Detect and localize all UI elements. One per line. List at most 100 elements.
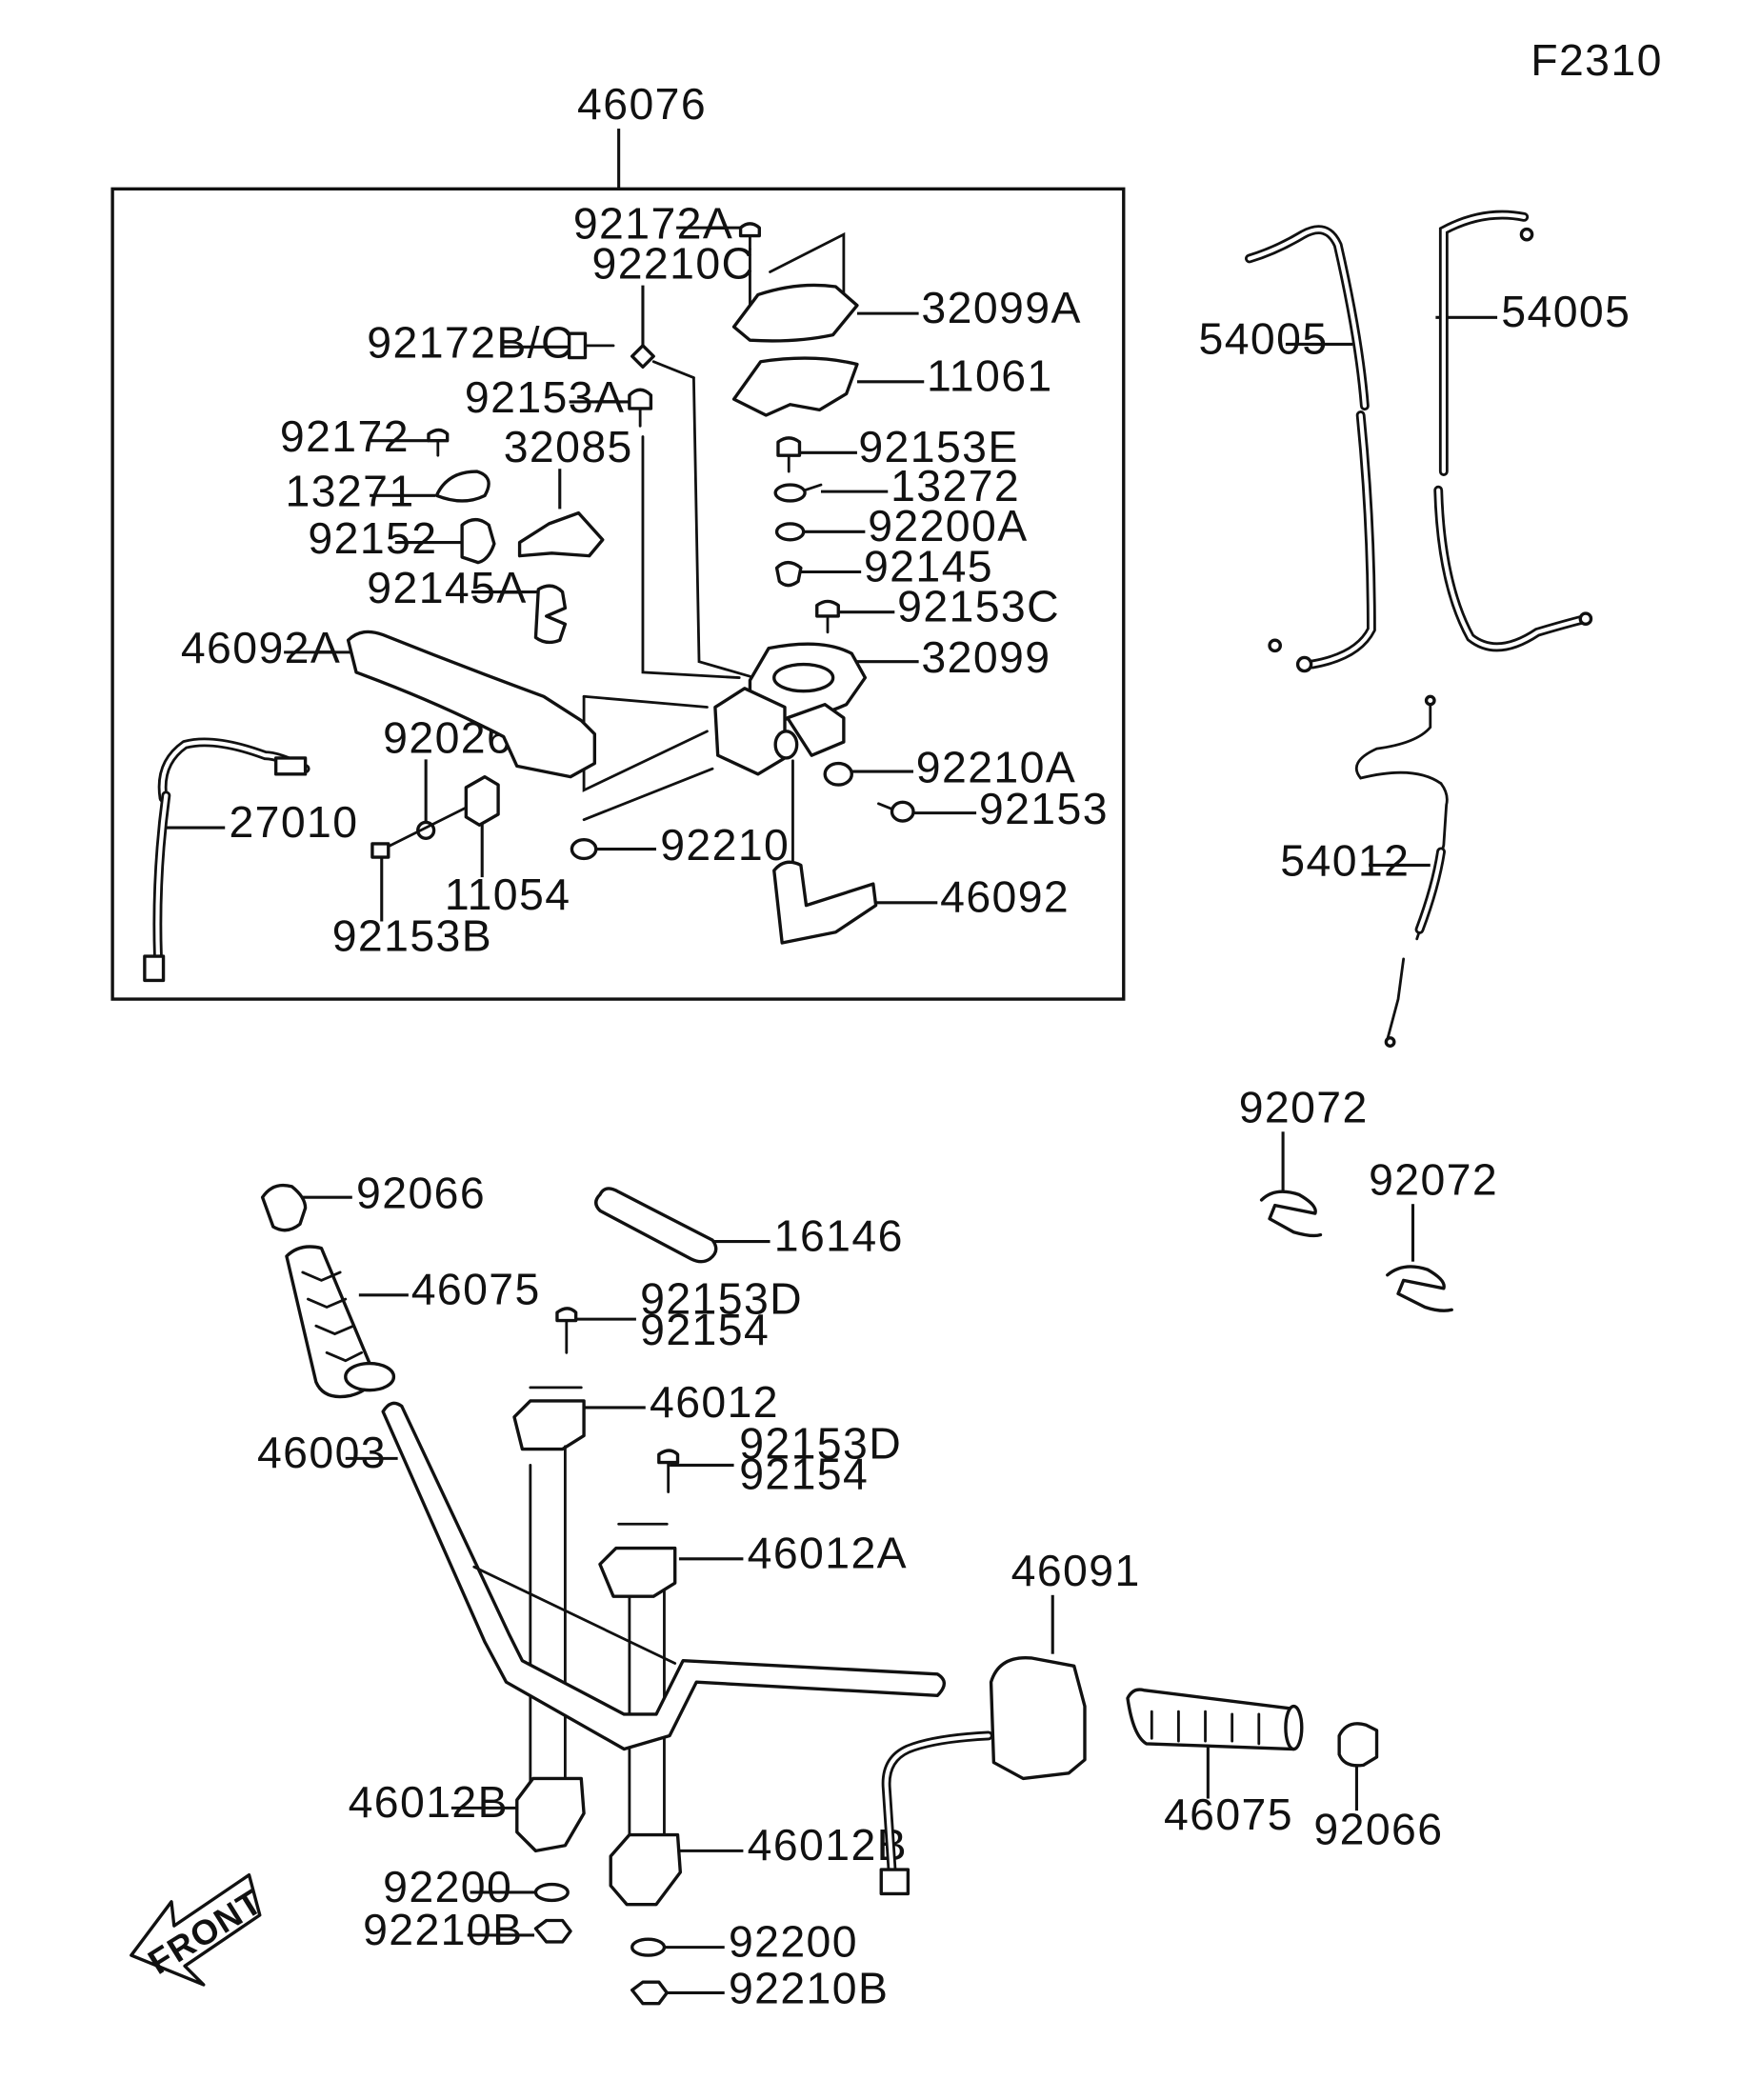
label-32085: 32085 <box>504 422 633 471</box>
cover-32099A <box>731 283 859 343</box>
washer-92200A <box>774 522 806 542</box>
lever-46092 <box>772 860 878 945</box>
washer-92200-right <box>630 1937 667 1957</box>
handlebar-46003 <box>381 1401 947 1751</box>
label-46075-top: 46075 <box>411 1265 541 1314</box>
plate-13271 <box>434 470 490 503</box>
pad-16146 <box>594 1187 718 1264</box>
label-92172: 92172 <box>280 411 410 461</box>
nut-92210A <box>823 761 854 787</box>
bolt-92153D-b <box>657 1449 680 1493</box>
nut-92210C <box>630 344 655 370</box>
label-46003: 46003 <box>257 1428 387 1477</box>
screw-92172 <box>427 428 450 457</box>
cable-54005-left <box>1245 225 1376 673</box>
grip-46075-bottom <box>1126 1688 1304 1751</box>
label-54012: 54012 <box>1280 836 1410 886</box>
figure-code: F2310 <box>1531 35 1663 85</box>
part-11054 <box>464 774 500 827</box>
label-92210C: 92210C <box>592 239 755 289</box>
label-92172A: 92172A <box>573 198 733 248</box>
label-54005-left: 54005 <box>1199 313 1329 363</box>
spring-92145 <box>774 560 803 588</box>
label-92066-bottom: 92066 <box>1313 1804 1443 1853</box>
screw-92153C <box>815 599 840 634</box>
label-92153D-a: 92153D <box>640 1274 803 1324</box>
front-arrow: FRONT <box>130 1873 270 1987</box>
bolt-92153D-a <box>555 1307 578 1354</box>
label-46075-bottom: 46075 <box>1164 1790 1293 1839</box>
leader-lines <box>166 129 1498 1994</box>
switch-46091 <box>879 1655 1087 1896</box>
part-13272 <box>773 483 823 503</box>
screw-92172BC <box>567 331 615 360</box>
label-92153C: 92153C <box>897 582 1060 631</box>
label-92066-top: 92066 <box>356 1168 486 1217</box>
label-13272: 13272 <box>891 461 1020 510</box>
holder-46012B-left <box>515 1776 586 1853</box>
label-27010: 27010 <box>229 797 358 847</box>
label-92152: 92152 <box>308 513 437 563</box>
assembly-46076-box <box>110 187 1126 1001</box>
label-13271: 13271 <box>286 467 415 516</box>
label-46092A: 46092A <box>181 623 341 672</box>
screw-92153B <box>370 842 390 859</box>
label-92153: 92153 <box>979 784 1109 833</box>
label-92145A: 92145A <box>367 563 527 612</box>
label-92153B: 92153B <box>332 910 492 960</box>
label-92072-b: 92072 <box>1369 1154 1498 1204</box>
label-92210B-right: 92210B <box>729 1964 889 2013</box>
label-layer: F2310 46076 92172A 92210C 32099A 92172B/… <box>181 35 1663 2013</box>
label-46092: 46092 <box>940 872 1070 922</box>
plug-92066-bottom <box>1337 1722 1379 1768</box>
switch-27010 <box>143 737 310 983</box>
grip-46075-top <box>285 1245 396 1399</box>
label-92200A: 92200A <box>868 501 1028 550</box>
label-46012B-left: 46012B <box>349 1777 509 1827</box>
cable-54012 <box>1355 694 1449 1048</box>
label-92210B-left: 92210B <box>363 1905 523 1954</box>
holder-46012 <box>512 1399 586 1451</box>
clamp-92072-b <box>1386 1265 1453 1312</box>
washer-92200-left <box>533 1882 570 1903</box>
clamp-92072-a <box>1259 1190 1323 1238</box>
lever-46092A <box>346 630 597 779</box>
label-92200-left: 92200 <box>383 1862 512 1911</box>
label-92072-a: 92072 <box>1239 1082 1369 1131</box>
label-11061: 11061 <box>927 351 1053 401</box>
label-92154-a: 92154 <box>640 1305 770 1354</box>
label-32099A: 32099A <box>921 283 1081 332</box>
label-46091: 46091 <box>1011 1546 1141 1595</box>
label-92172BC: 92172B/C <box>367 318 574 368</box>
label-92210A: 92210A <box>916 742 1076 791</box>
screw-92153 <box>877 800 915 823</box>
plug-92066-top <box>260 1183 308 1232</box>
label-92153D-b: 92153D <box>739 1418 902 1468</box>
part-92152 <box>460 517 496 565</box>
label-46012: 46012 <box>650 1377 779 1427</box>
screw-92172A <box>738 222 761 251</box>
label-92154-b: 92154 <box>739 1450 869 1499</box>
label-54005-right: 54005 <box>1501 287 1631 336</box>
bracket-32085 <box>517 510 605 558</box>
label-46076: 46076 <box>577 79 707 129</box>
screw-92153A <box>628 388 653 428</box>
holder-46012B-right <box>609 1832 683 1907</box>
nut-92210B-right <box>630 1980 669 2006</box>
label-46012A: 46012A <box>748 1529 908 1578</box>
screw-92153E <box>776 436 802 473</box>
lever-holder-body <box>713 687 787 776</box>
spring-92145A <box>533 584 568 645</box>
label-46012B-right: 46012B <box>748 1820 908 1870</box>
gasket-11061 <box>731 356 859 417</box>
nut-92210B-left <box>533 1918 572 1944</box>
label-11054: 11054 <box>445 870 571 919</box>
label-92210: 92210 <box>660 820 790 870</box>
label-32099: 32099 <box>921 632 1051 682</box>
label-92153E: 92153E <box>858 422 1018 471</box>
cable-54005-right <box>1433 210 1593 652</box>
label-16146: 16146 <box>774 1210 904 1260</box>
holder-46012A <box>598 1546 677 1598</box>
